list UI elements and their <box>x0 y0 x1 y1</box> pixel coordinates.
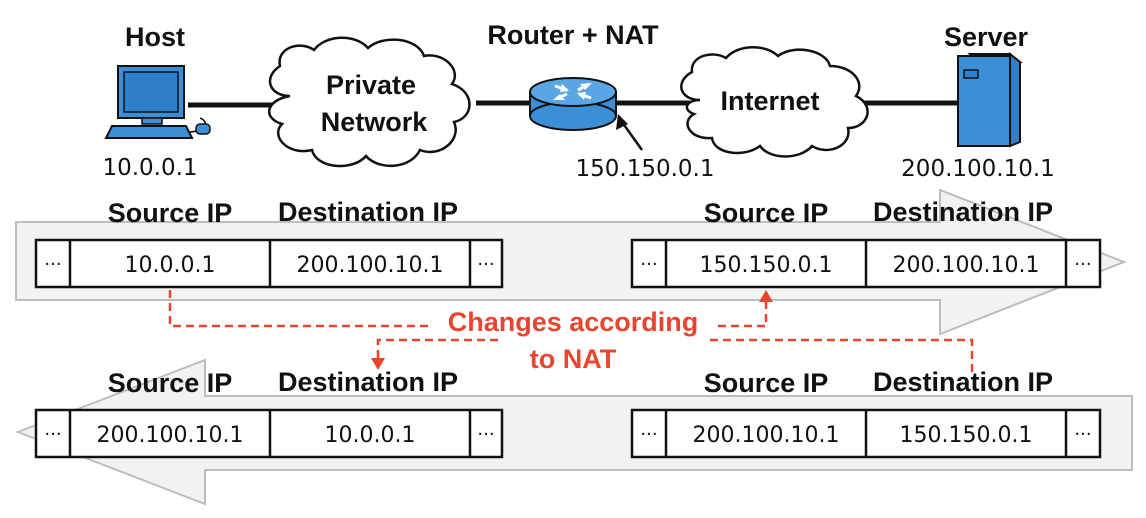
packet-leading-ellipsis: ··· <box>44 254 61 275</box>
router-ip-pointer <box>620 121 644 151</box>
packet-header-source: Source IP <box>704 368 829 398</box>
router-title: Router + NAT <box>487 20 659 50</box>
packet-outbound-private: Source IP Destination IP ··· 10.0.0.1 20… <box>34 197 504 289</box>
internet-cloud: Internet <box>680 46 869 158</box>
packet-destination-ip: 150.150.0.1 <box>900 423 1033 448</box>
router-ip-pointer-head <box>616 114 628 130</box>
packet-header-destination: Destination IP <box>873 367 1053 397</box>
private-network-line1: Private <box>326 70 416 100</box>
server: Server 200.100.10.1 <box>901 22 1055 182</box>
packet-source-ip: 150.150.0.1 <box>700 253 833 278</box>
packet-header-destination: Destination IP <box>278 197 458 227</box>
packet-source-ip: 200.100.10.1 <box>97 423 244 448</box>
packet-trailing-ellipsis: ··· <box>1074 254 1091 275</box>
cloud-icon <box>268 36 471 168</box>
packet-source-ip: 200.100.10.1 <box>693 423 840 448</box>
router-ip: 150.150.0.1 <box>576 156 715 182</box>
packet-trailing-ellipsis: ··· <box>477 254 494 275</box>
nat-change-label-line2: to NAT <box>530 344 617 374</box>
packet-header-destination: Destination IP <box>873 197 1053 227</box>
packet-destination-ip: 10.0.0.1 <box>325 423 416 448</box>
private-network-cloud: Private Network <box>268 36 471 168</box>
return-change-connector <box>710 338 974 372</box>
packet-leading-ellipsis: ··· <box>640 424 657 445</box>
outbound-change-connector-target <box>718 300 768 328</box>
packet-leading-ellipsis: ··· <box>640 254 657 275</box>
host-computer: Host 10.0.0.1 <box>102 22 211 181</box>
packet-header-source: Source IP <box>108 368 233 398</box>
server-title: Server <box>944 22 1029 52</box>
packet-destination-ip: 200.100.10.1 <box>893 253 1040 278</box>
packet-trailing-ellipsis: ··· <box>477 424 494 445</box>
return-flow-arrow <box>15 358 1133 506</box>
computer-icon <box>104 65 211 139</box>
outbound-flow-arrow <box>15 188 1127 336</box>
server-ip: 200.100.10.1 <box>901 156 1055 182</box>
cloud-icon <box>680 46 869 158</box>
packet-outbound-public: Source IP Destination IP ··· 150.150.0.1… <box>630 197 1102 289</box>
nat-change-label-line1: Changes according <box>448 307 699 337</box>
nat-change-connectors <box>168 290 974 372</box>
outbound-change-arrowhead <box>759 290 773 302</box>
host-ip: 10.0.0.1 <box>102 155 197 181</box>
router-icon <box>529 77 617 131</box>
packet-return-private: Source IP Destination IP ··· 200.100.10.… <box>34 367 504 459</box>
packet-source-ip: 10.0.0.1 <box>125 253 216 278</box>
return-change-connector-target <box>376 338 498 360</box>
packet-trailing-ellipsis: ··· <box>1074 424 1091 445</box>
host-title: Host <box>125 22 185 52</box>
outbound-change-connector <box>168 290 430 328</box>
private-network-line2: Network <box>321 107 429 137</box>
packet-header-source: Source IP <box>108 198 233 228</box>
server-icon <box>957 51 1023 148</box>
router-nat: Router + NAT 150.150.0.1 <box>487 20 714 182</box>
packet-header-destination: Destination IP <box>278 367 458 397</box>
packet-leading-ellipsis: ··· <box>44 424 61 445</box>
packet-destination-ip: 200.100.10.1 <box>297 253 444 278</box>
packet-header-source: Source IP <box>704 198 829 228</box>
network-links <box>188 100 958 108</box>
packet-return-public: Source IP Destination IP ··· 200.100.10.… <box>630 367 1102 459</box>
return-change-arrowhead <box>371 358 385 370</box>
internet-label: Internet <box>720 86 819 116</box>
